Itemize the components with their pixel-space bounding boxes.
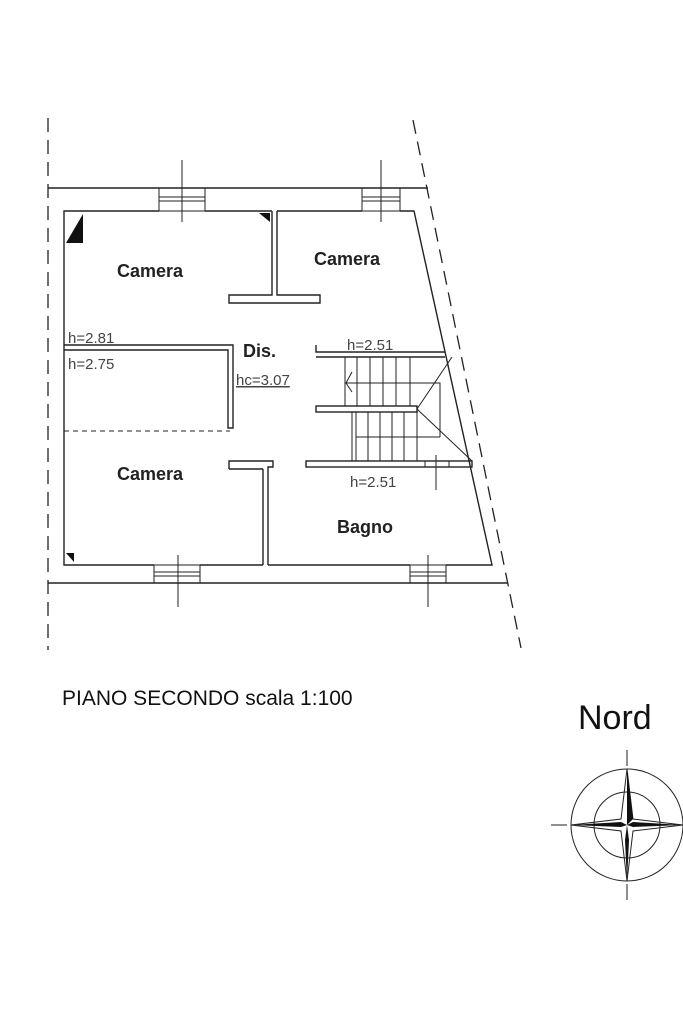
height-label: h=2.51 xyxy=(347,337,393,354)
room-label-camera-top-right: Camera xyxy=(314,249,381,269)
windows xyxy=(153,160,450,607)
height-label: h=2.51 xyxy=(350,474,396,491)
compass-rose-icon xyxy=(551,750,683,900)
room-label-camera-bottom: Camera xyxy=(117,464,184,484)
height-label: h=2.75 xyxy=(68,356,114,373)
height-label: h=2.81 xyxy=(68,330,114,347)
staircase xyxy=(305,345,473,468)
room-label-disimpegno: Dis. xyxy=(243,341,276,361)
room-label-camera-top-left: Camera xyxy=(117,261,184,281)
plan-title: PIANO SECONDO scala 1:100 xyxy=(62,687,353,710)
corner-markers xyxy=(66,213,270,562)
room-label-bagno: Bagno xyxy=(337,517,393,537)
interior-walls xyxy=(64,211,321,565)
outer-walls xyxy=(63,210,493,566)
ceiling-height-label: hc=3.07 xyxy=(236,372,290,389)
compass-label: Nord xyxy=(578,699,652,737)
